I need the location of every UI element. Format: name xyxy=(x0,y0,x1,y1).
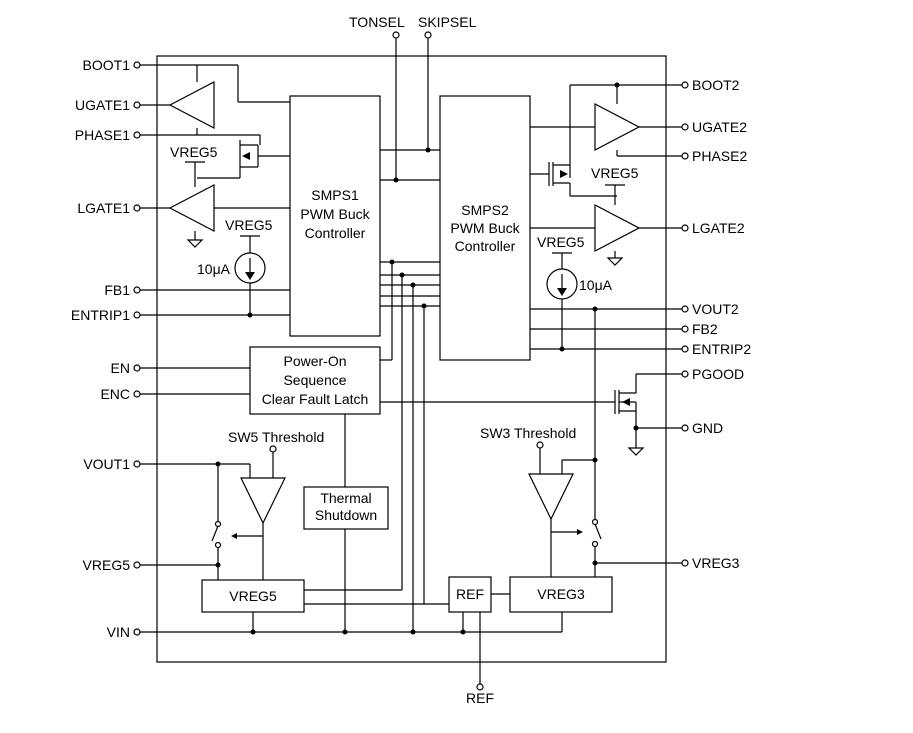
pin-skipsel-label: SKIPSEL xyxy=(418,14,477,30)
smps1-label-line2: PWM Buck xyxy=(300,206,370,222)
thermal-label-line1: Thermal xyxy=(320,490,371,506)
power-on-label-line2: Sequence xyxy=(283,372,346,388)
smps2-block xyxy=(439,95,531,361)
pin-vout1-label: VOUT1 xyxy=(83,456,130,472)
pin-entrip2-label: ENTRIP2 xyxy=(692,341,751,357)
vreg5-left-upper-label: VREG5 xyxy=(170,144,218,160)
power-on-label-line3: Clear Fault Latch xyxy=(262,391,369,407)
pin-fb1-label: FB1 xyxy=(104,282,130,298)
sw3-threshold-label: SW3 Threshold xyxy=(480,425,576,441)
pin-entrip1-label: ENTRIP1 xyxy=(71,307,130,323)
sw5-threshold-label: SW5 Threshold xyxy=(228,429,324,445)
ref-block xyxy=(448,576,492,613)
sw5-comparator xyxy=(240,477,286,525)
pin-phase2-label: PHASE2 xyxy=(692,148,747,164)
pin-vout2-label: VOUT2 xyxy=(692,301,739,317)
smps2-label-line1: SMPS2 xyxy=(461,202,509,218)
ugate2-driver-triangle xyxy=(594,103,641,151)
pin-ugate2-label: UGATE2 xyxy=(692,119,747,135)
ground-symbol-right-upper xyxy=(606,257,624,266)
lgate1-driver-triangle xyxy=(168,184,215,232)
pin-ref-label: REF xyxy=(466,690,494,706)
smps1-block xyxy=(289,95,381,337)
ugate1-driver-triangle xyxy=(168,81,215,129)
pin-tonsel-label: TONSEL xyxy=(349,14,405,30)
thermal-label-line2: Shutdown xyxy=(315,507,377,523)
pin-lgate2-label: LGATE2 xyxy=(692,220,745,236)
pin-boot1-label: BOOT1 xyxy=(83,57,131,73)
pin-vreg5-label: VREG5 xyxy=(83,557,131,573)
pin-pgood-label: PGOOD xyxy=(692,366,744,382)
vreg5-right-lower-label: VREG5 xyxy=(537,234,585,250)
vreg5-right-upper-label: VREG5 xyxy=(591,165,639,181)
pmos1-arrow xyxy=(242,152,250,160)
pin-lgate1-label: LGATE1 xyxy=(77,200,130,216)
pin-en-label: EN xyxy=(111,360,130,376)
pin-vin-label: VIN xyxy=(107,624,130,640)
pin-boot2-label: BOOT2 xyxy=(692,77,740,93)
pin-ugate1-label: UGATE1 xyxy=(75,97,130,113)
ground-symbol-left xyxy=(186,239,204,248)
thermal-block xyxy=(303,486,389,530)
vreg5-left-lower-label: VREG5 xyxy=(225,217,273,233)
pin-vreg3-label: VREG3 xyxy=(692,555,740,571)
smps2-label-line2: PWM Buck xyxy=(450,220,520,236)
smps2-label-line3: Controller xyxy=(455,238,516,254)
vreg5-block-label: VREG5 xyxy=(229,588,277,604)
vreg5-block xyxy=(201,579,305,613)
pin-fb2-label: FB2 xyxy=(692,321,718,337)
pin-enc-label: ENC xyxy=(100,386,130,402)
vreg3-block xyxy=(509,576,613,613)
vreg3-block-label: VREG3 xyxy=(537,586,585,602)
pin-gnd-label: GND xyxy=(692,420,723,436)
current-left-label: 10μA xyxy=(197,261,231,277)
power-on-label-line1: Power-On xyxy=(283,353,346,369)
lgate2-driver-triangle xyxy=(594,204,641,252)
pin-phase1-label: PHASE1 xyxy=(75,127,130,143)
current-right-label: 10μA xyxy=(579,277,613,293)
ground-symbol-right-lower xyxy=(627,447,645,456)
smps1-label-line1: SMPS1 xyxy=(311,187,359,203)
smps1-label-line3: Controller xyxy=(305,225,366,241)
ref-block-label: REF xyxy=(456,586,484,602)
power-on-block xyxy=(249,346,381,415)
sw3-comparator xyxy=(528,473,574,521)
ic-boundary xyxy=(156,55,667,663)
pin-markers xyxy=(133,31,689,691)
